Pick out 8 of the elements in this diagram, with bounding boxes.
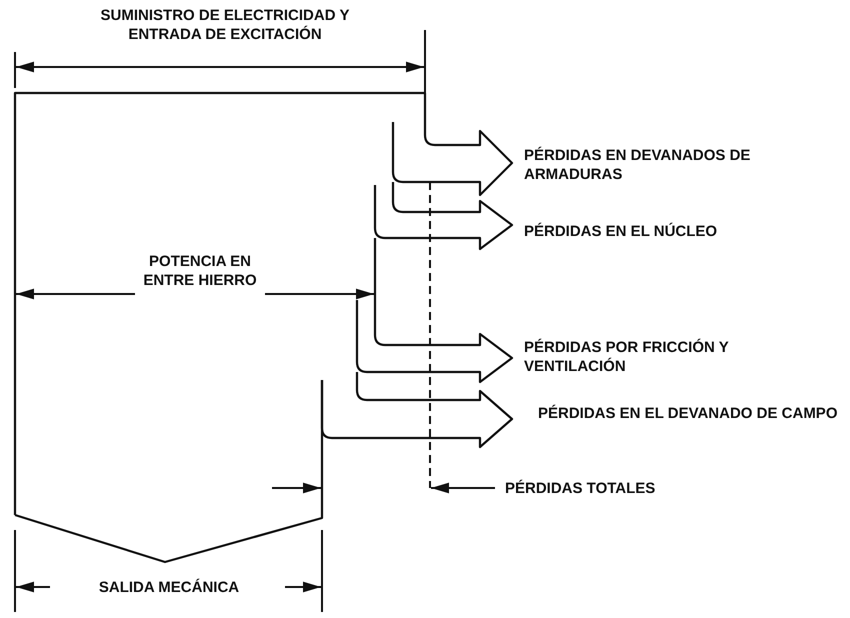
label-text: PÉRDIDAS EN EL NÚCLEO — [524, 222, 718, 241]
label-text: SUMINISTRO DE ELECTRICIDAD Y ENTRADA DE EXCITACIÓN — [100, 6, 350, 44]
label-text: SALIDA MECÁNICA — [98, 578, 240, 597]
label-text: PÉRDIDAS POR FRICCIÓN Y VENTILACIÓN — [524, 338, 730, 376]
label-text: POTENCIA EN ENTRE HIERRO — [142, 252, 258, 290]
label-text: PÉRDIDAS TOTALES — [505, 479, 656, 498]
label-text: PÉRDIDAS EN DEVANADOS DE ARMADURAS — [524, 146, 752, 184]
label-text: PÉRDIDAS EN EL DEVANADO DE CAMPO — [538, 404, 838, 423]
